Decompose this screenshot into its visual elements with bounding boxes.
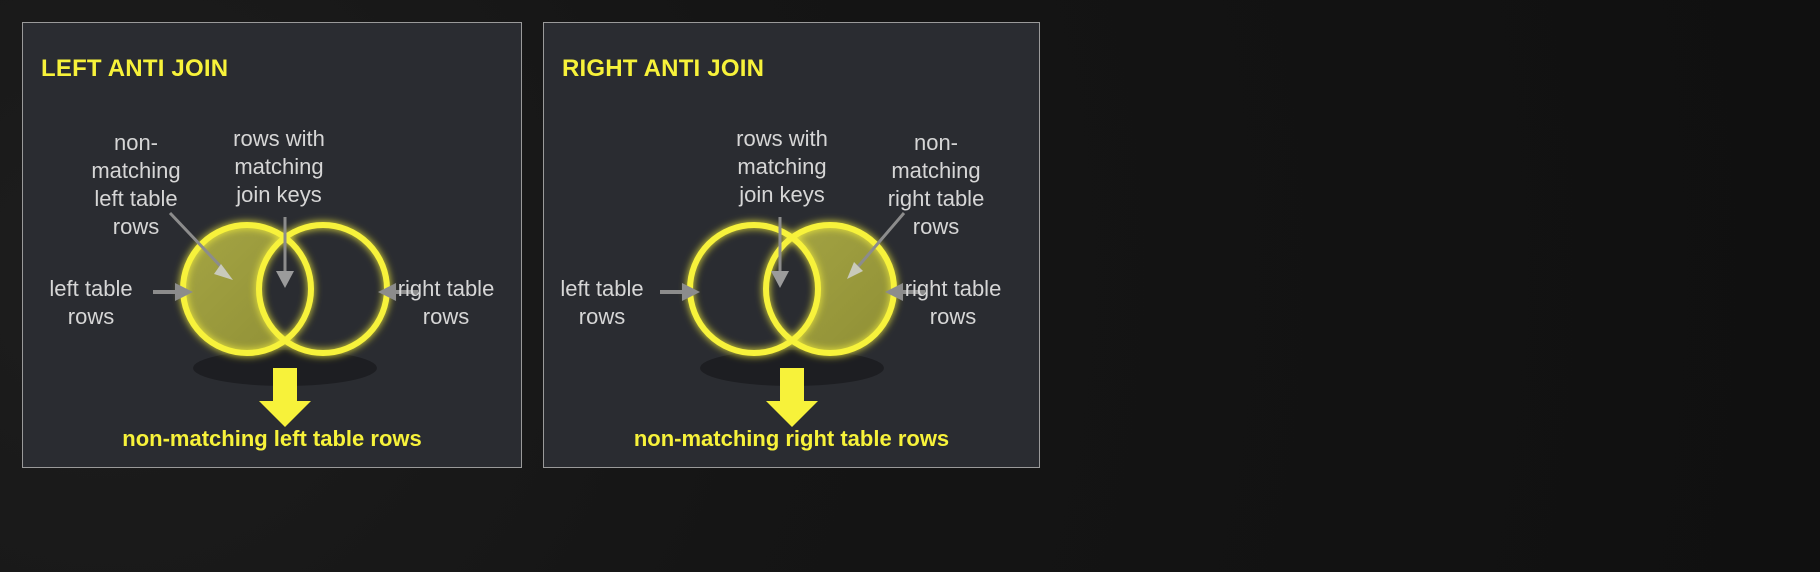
arrow-left-table-rows: [660, 283, 700, 301]
annotation-side-left: left table rows: [49, 276, 133, 329]
annotation-top-right: non- matching right table rows: [887, 130, 985, 239]
venn-left-only-fill: [183, 225, 311, 353]
panel-title: RIGHT ANTI JOIN: [562, 55, 765, 82]
arrow-right-table-rows: [885, 283, 925, 301]
result-caption: non-matching right table rows: [633, 426, 950, 451]
venn-diagram-right: [544, 23, 1039, 467]
annotation-top-right: rows with matching join keys: [233, 126, 325, 207]
annotation-top-left: non- matching left table rows: [91, 130, 181, 239]
result-caption: non-matching left table rows: [122, 426, 422, 451]
panel-right-anti-join: RIGHT ANTI JOIN: [543, 22, 1040, 468]
venn-diagram-left: [23, 23, 521, 467]
result-down-arrow: [259, 368, 311, 427]
panel-left-anti-join: LEFT ANTI JOIN: [22, 22, 522, 468]
venn-svg: [153, 211, 418, 427]
venn-right-only-fill: [766, 225, 894, 353]
result-down-arrow: [766, 368, 818, 427]
arrow-nonmatching-left: [168, 211, 233, 280]
annotation-side-right: right table rows: [904, 276, 1002, 329]
arrow-matching-keys: [276, 217, 294, 288]
arrow-matching-keys: [771, 217, 789, 288]
arrow-right-table-rows: [378, 283, 418, 301]
arrow-nonmatching-right: [847, 212, 906, 279]
annotation-side-left: left table rows: [560, 276, 644, 329]
annotation-side-right: right table rows: [397, 276, 495, 329]
panel-title: LEFT ANTI JOIN: [41, 55, 229, 82]
annotation-top-left: rows with matching join keys: [736, 126, 828, 207]
arrow-left-table-rows: [153, 283, 193, 301]
venn-svg: [660, 212, 925, 427]
